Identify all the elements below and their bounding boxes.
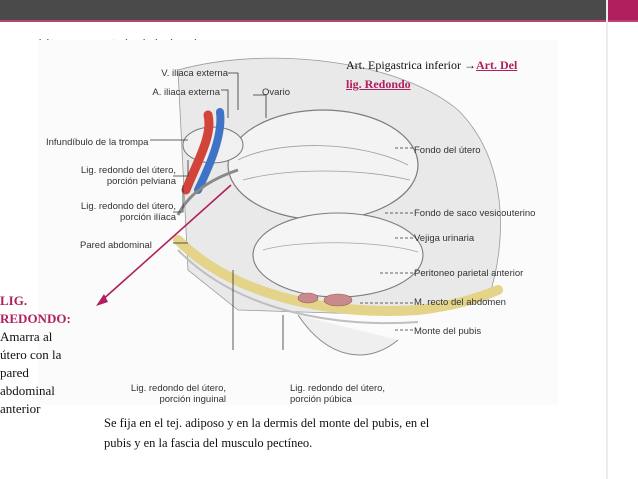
label-peritoneo: Peritoneo parietal anterior [414, 268, 524, 279]
lig-redondo-box: LIG. REDONDO: Amarra al útero con la par… [0, 292, 100, 418]
slide-header-rule [0, 20, 638, 22]
insertion-text: Se fija en el tej. adiposo y en la dermi… [104, 413, 574, 453]
label-a-iliaca: A. iliaca externa [152, 87, 220, 98]
lig-redondo-line-1: Amarra al [0, 329, 53, 344]
artery-note-prefix: Art. Epigastrica inferior [346, 58, 464, 72]
label-pared: Pared abdominal [80, 240, 152, 251]
label-lig-pubica: Lig. redondo del útero,porción púbica [290, 383, 386, 405]
insertion-line-1: Se fija en el tej. adiposo y en la dermi… [104, 416, 430, 430]
artery-link[interactable]: Art. Del [475, 58, 518, 72]
label-ovario: Ovario [262, 87, 290, 98]
slide-header-bar [0, 0, 638, 20]
lig-redondo-title-1: LIG. [0, 293, 28, 308]
label-fondo-utero: Fondo del útero [414, 145, 481, 156]
anatomy-illustration [38, 40, 558, 405]
lig-redondo-line-2: útero con la [0, 347, 62, 362]
label-fondo-saco: Fondo de saco vesicouterino [414, 208, 536, 219]
label-lig-pelviana: Lig. redondo del útero,porción pelviana [80, 165, 176, 187]
label-vejiga: Vejiga urinaria [414, 233, 475, 244]
label-recto: M. recto del abdomen [414, 297, 506, 308]
slide-header-accent [608, 0, 638, 20]
label-v-iliaca: V. iliaca externa [161, 68, 228, 79]
arrow-glyph: → [463, 58, 476, 72]
slide-side-rule [606, 0, 608, 479]
label-lig-inguinal: Lig. redondo del útero,porción inguinal [130, 383, 226, 405]
insertion-line-2: pubis y en la fascia del musculo pectíne… [104, 436, 313, 450]
lig-redondo-line-5: anterior [0, 401, 41, 416]
label-infundibulo: Infundíbulo de la trompa [46, 137, 149, 148]
artery-link-cont[interactable]: lig. Redondo [346, 77, 411, 91]
label-lig-iliaca: Lig. redondo del útero,porción ilíaca [80, 201, 176, 223]
lig-redondo-title-2: REDONDO: [0, 311, 71, 326]
lig-redondo-line-4: abdominal [0, 383, 55, 398]
artery-note: Art. Epigastrica inferior →Art. Del lig.… [346, 56, 606, 94]
lig-redondo-line-3: pared [0, 365, 29, 380]
label-monte: Monte del pubis [414, 326, 482, 337]
